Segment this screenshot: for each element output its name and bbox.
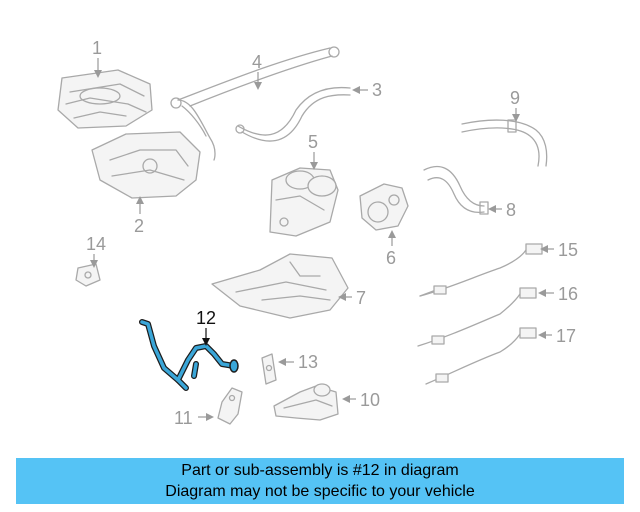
- part-4-hose: [170, 46, 340, 161]
- svg-text:1: 1: [92, 38, 102, 58]
- part-10-mount: [273, 383, 339, 421]
- part-1-housing: [57, 69, 153, 129]
- part-13-bracket: [261, 353, 277, 385]
- svg-text:5: 5: [308, 132, 318, 152]
- part-2-shield: [91, 131, 201, 199]
- part-17-sensor: [425, 327, 537, 385]
- callout-13: 13: [278, 352, 318, 372]
- svg-text:11: 11: [174, 408, 193, 428]
- svg-text:3: 3: [372, 80, 382, 100]
- callout-5: 5: [308, 132, 318, 170]
- svg-text:6: 6: [386, 248, 396, 268]
- callout-1: 1: [92, 38, 102, 78]
- callout-10: 10: [342, 390, 380, 410]
- part-15-sensor: [419, 243, 543, 297]
- svg-text:17: 17: [556, 326, 576, 346]
- callout-2: 2: [134, 196, 144, 236]
- parts-diagram: 1 2 4 3: [57, 38, 578, 428]
- part-12-pipe-highlighted: [139, 319, 239, 391]
- part-3-hose: [235, 86, 351, 142]
- callout-14: 14: [86, 234, 106, 268]
- callout-7: 7: [338, 288, 366, 308]
- callout-15: 15: [540, 240, 578, 260]
- svg-text:8: 8: [506, 200, 516, 220]
- svg-text:15: 15: [558, 240, 578, 260]
- callout-11: 11: [174, 408, 214, 428]
- callout-12: 12: [196, 308, 216, 346]
- part-8-hose: [423, 165, 489, 215]
- banner-line-2: Diagram may not be specific to your vehi…: [165, 483, 475, 500]
- callout-6: 6: [386, 230, 396, 268]
- svg-text:13: 13: [298, 352, 318, 372]
- part-11-bracket: [217, 387, 243, 425]
- part-5-valve: [269, 167, 339, 237]
- svg-text:4: 4: [252, 52, 262, 72]
- callout-3: 3: [352, 80, 382, 100]
- svg-text:12: 12: [196, 308, 216, 328]
- svg-text:16: 16: [558, 284, 578, 304]
- svg-text:10: 10: [360, 390, 380, 410]
- info-banner: Part or sub-assembly is #12 in diagram D…: [16, 458, 624, 504]
- part-7-cover: [211, 253, 349, 319]
- part-14-clip: [75, 263, 101, 287]
- svg-text:2: 2: [134, 216, 144, 236]
- callout-4: 4: [252, 52, 262, 90]
- callout-17: 17: [538, 326, 576, 346]
- part-9-hose: [461, 119, 548, 167]
- svg-text:7: 7: [356, 288, 366, 308]
- callout-8: 8: [488, 200, 516, 220]
- banner-line-1: Part or sub-assembly is #12 in diagram: [181, 462, 459, 479]
- part-6-pump: [359, 183, 409, 231]
- part-16-sensor: [417, 287, 537, 347]
- callout-9: 9: [510, 88, 520, 122]
- svg-text:14: 14: [86, 234, 106, 254]
- svg-text:9: 9: [510, 88, 520, 108]
- callout-16: 16: [538, 284, 578, 304]
